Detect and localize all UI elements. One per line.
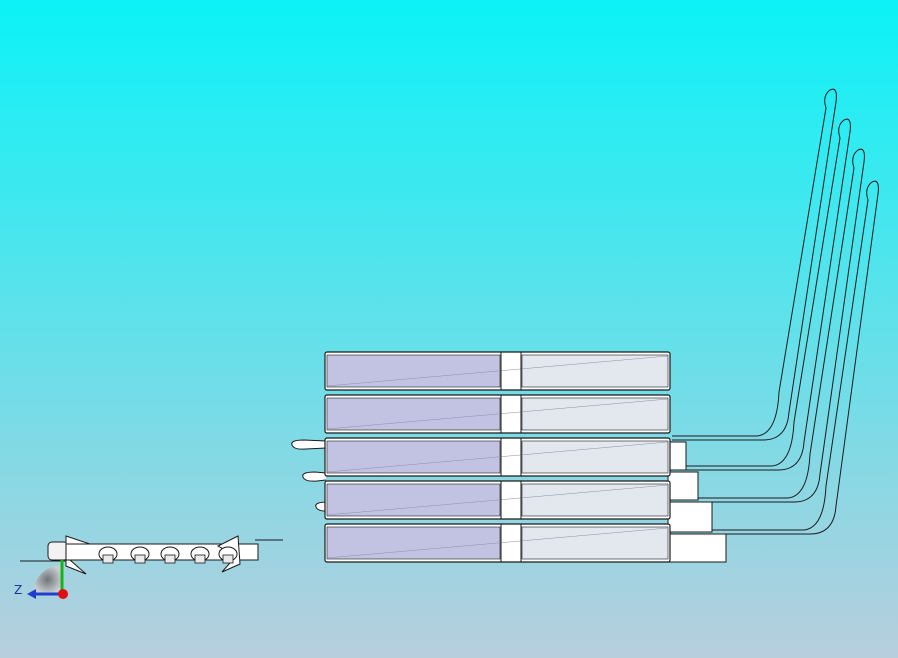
spring-contact-wire[interactable] bbox=[672, 148, 865, 503]
spring-contact-wire[interactable] bbox=[672, 88, 837, 441]
connector-housing[interactable] bbox=[324, 394, 671, 434]
spring-tail-loop bbox=[291, 439, 327, 450]
housing-right-face bbox=[521, 354, 669, 388]
connector-housing-stack[interactable] bbox=[324, 351, 671, 563]
housing-right-face bbox=[521, 397, 669, 431]
housing-right-face bbox=[521, 483, 669, 517]
spring-tail-loop bbox=[302, 471, 327, 482]
terminal-block bbox=[667, 471, 699, 501]
connector-housing[interactable] bbox=[324, 523, 671, 563]
mini-contact-foot bbox=[102, 554, 114, 564]
mini-contact-foot bbox=[194, 554, 206, 564]
connector-housing[interactable] bbox=[324, 437, 671, 477]
housing-left-face bbox=[326, 397, 501, 431]
housing-draft-line bbox=[326, 484, 669, 516]
housing-right-face bbox=[521, 526, 669, 560]
mini-latch bbox=[216, 535, 241, 573]
housing-draft-line bbox=[326, 355, 669, 387]
connector-housing[interactable] bbox=[324, 480, 671, 520]
connector-housing[interactable] bbox=[324, 351, 671, 391]
housing-left-face bbox=[326, 526, 501, 560]
spring-contact-wire[interactable] bbox=[672, 118, 851, 471]
housing-left-face bbox=[326, 440, 501, 474]
triad-z-arrowhead bbox=[27, 589, 36, 599]
triad-origin bbox=[58, 589, 68, 599]
housing-draft-line bbox=[326, 527, 669, 559]
mini-end-cap bbox=[47, 541, 69, 561]
spring-contact-group[interactable] bbox=[291, 88, 879, 563]
housing-draft-line bbox=[326, 398, 669, 430]
spring-contact-wire[interactable] bbox=[672, 180, 879, 535]
housing-draft-line bbox=[326, 441, 669, 473]
mini-side-view-assembly[interactable] bbox=[20, 535, 283, 575]
triad-z-label: Z bbox=[14, 583, 22, 597]
terminal-block bbox=[667, 441, 687, 471]
mini-contact-foot bbox=[164, 554, 176, 564]
triad-shade-arc bbox=[33, 565, 62, 594]
orientation-triad: Z bbox=[14, 560, 68, 599]
housing-left-face bbox=[326, 354, 501, 388]
terminal-block bbox=[667, 501, 713, 533]
mini-contact-foot bbox=[222, 554, 234, 564]
housing-left-face bbox=[326, 483, 501, 517]
terminal-block bbox=[667, 533, 727, 563]
mini-contact-foot bbox=[134, 554, 146, 564]
housing-right-face bbox=[521, 440, 669, 474]
